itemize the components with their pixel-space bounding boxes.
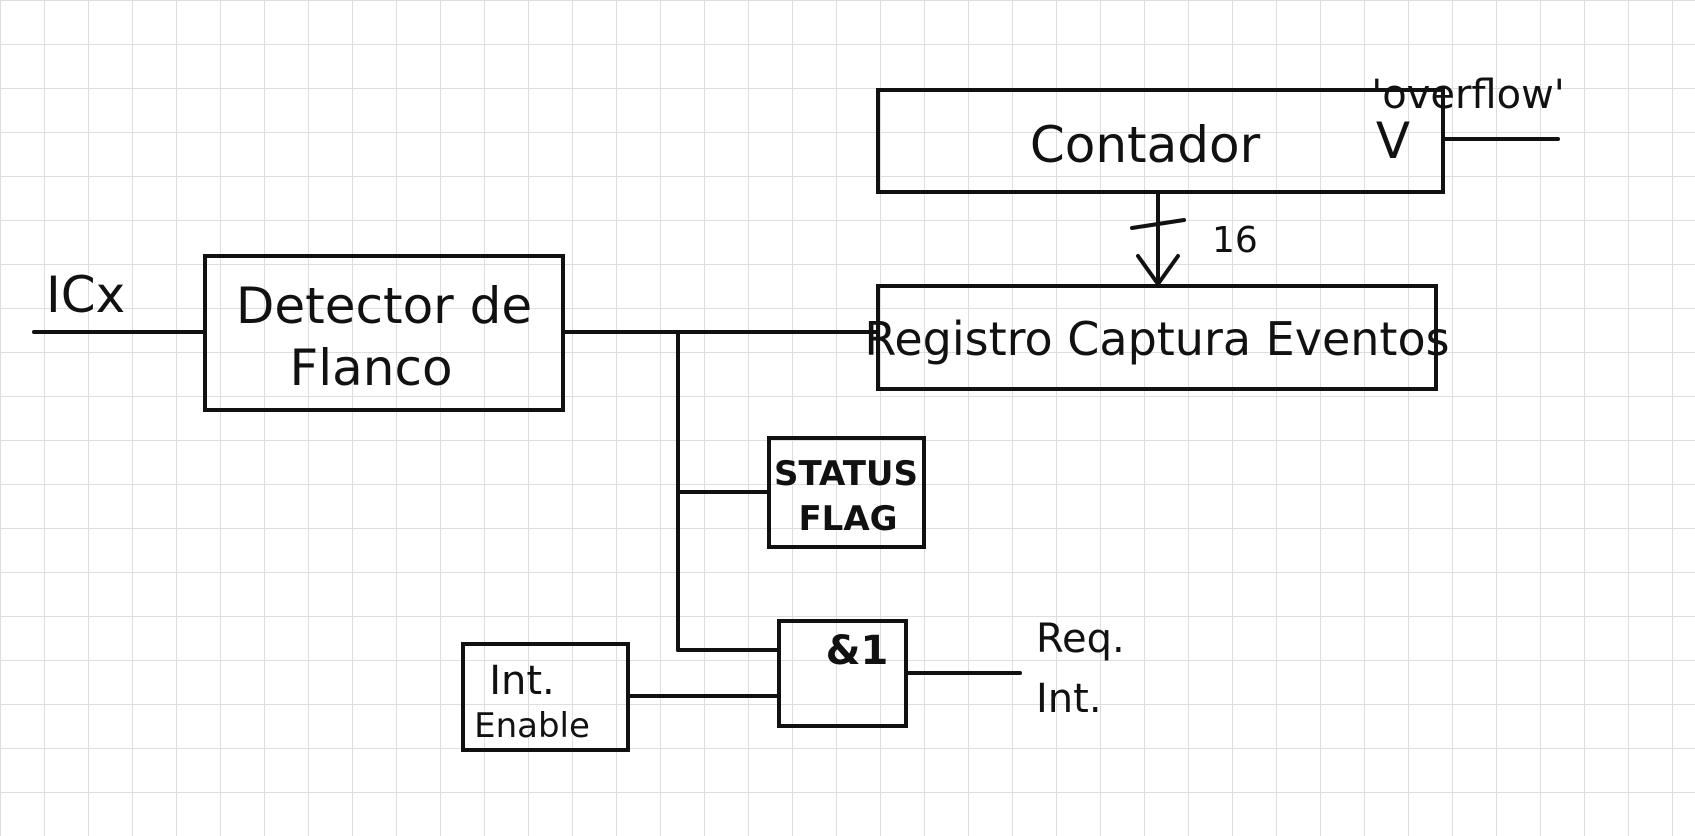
capture-register-label: Registro Captura Eventos [864, 312, 1449, 366]
counter-block [876, 88, 1445, 194]
edge-detector-block [203, 254, 565, 412]
edge-detector-label-line1: Detector de [236, 277, 532, 335]
counter-mark-label: V [1376, 112, 1410, 170]
edge-detector-label-line2: Flanco [289, 339, 452, 397]
counter-label: Contador [1030, 116, 1261, 174]
and-gate-block [777, 619, 908, 728]
input-signal-label: ICx [46, 266, 125, 324]
and-gate-label: &1 [826, 628, 889, 674]
capture-register-block [876, 284, 1438, 391]
status-flag-block [767, 436, 926, 549]
int-enable-label-line2: Enable [474, 706, 590, 746]
overflow-label: 'overflow' [1371, 72, 1565, 118]
status-flag-label-line1: STATUS [774, 454, 918, 494]
req-int-label-line2: Int. [1036, 676, 1102, 722]
status-flag-label-line2: FLAG [798, 499, 897, 539]
int-enable-label-line1: Int. [489, 658, 555, 704]
int-enable-block [461, 642, 630, 752]
bus-width-label: 16 [1212, 220, 1258, 261]
req-int-label-line1: Req. [1036, 616, 1125, 662]
bus-width-slash [1130, 218, 1186, 230]
